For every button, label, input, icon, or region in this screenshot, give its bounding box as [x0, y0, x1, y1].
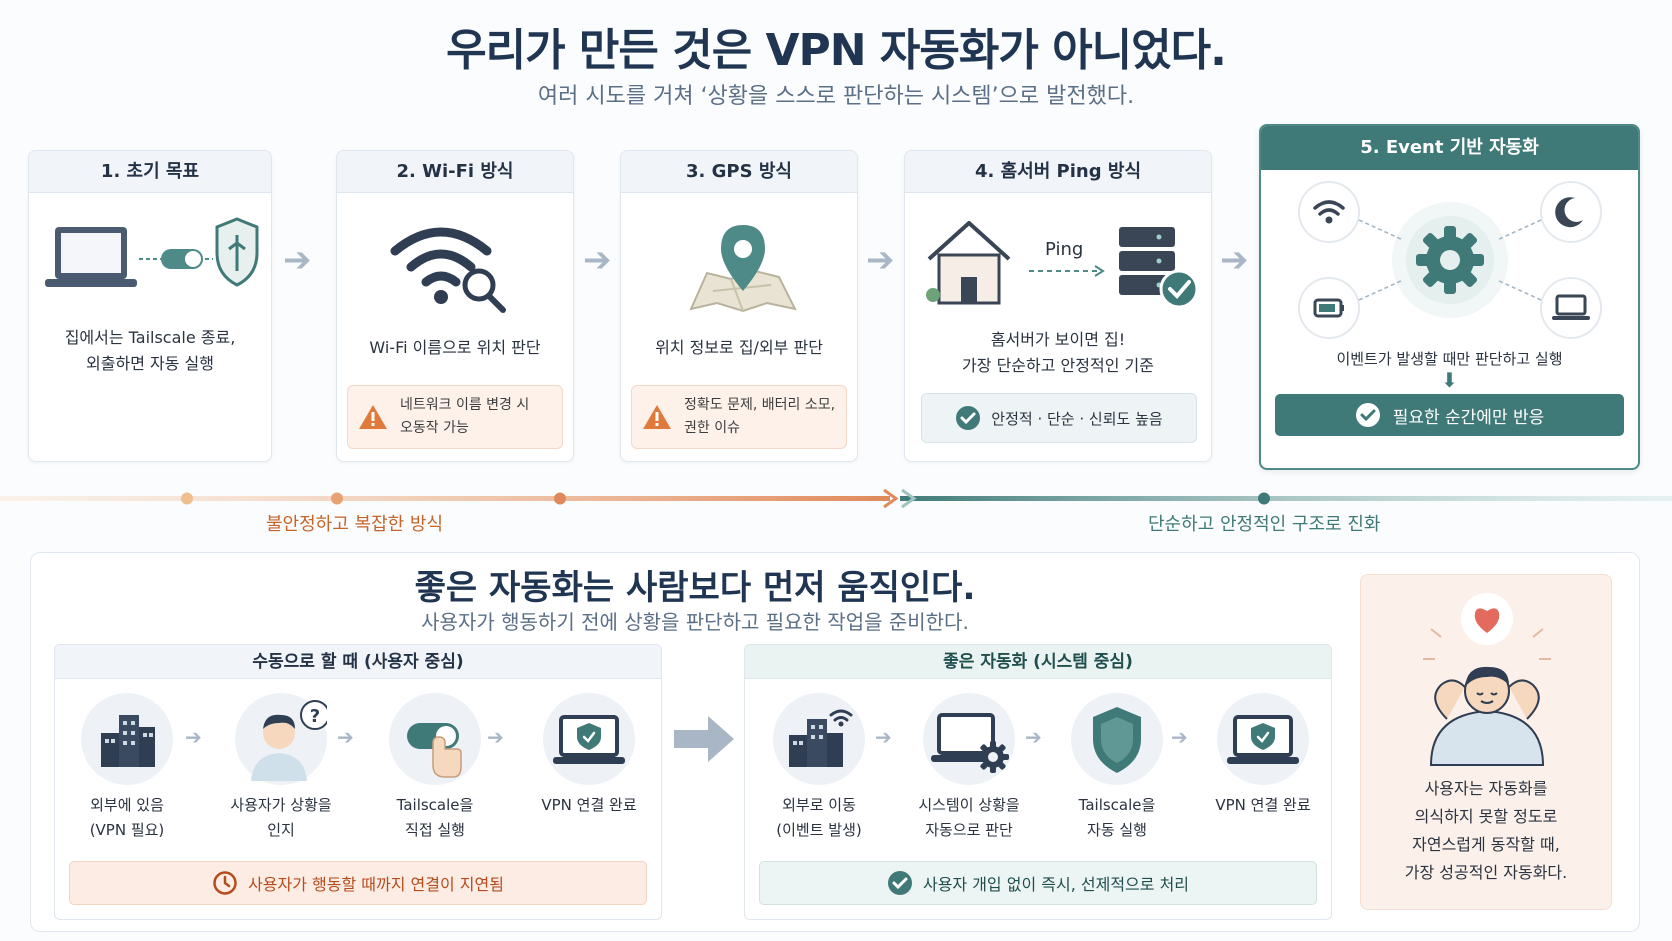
step-desc-line1: 집에서는 Tailscale 종료,	[64, 328, 236, 347]
step-label-line1: Tailscale을	[1078, 796, 1156, 814]
insight-line1: 사용자는 자동화를	[1424, 779, 1548, 798]
insight-line2: 의식하지 못할 정도로	[1414, 807, 1558, 826]
check-circle-icon	[887, 871, 912, 895]
step-label-line1: 외부로 이동	[782, 796, 856, 814]
svg-text:?: ?	[310, 706, 320, 727]
step-label-line2: 직접 실행	[405, 821, 465, 839]
buildings-wifi-icon	[773, 693, 865, 785]
clock-icon	[213, 871, 237, 895]
step-label-line2: (VPN 필요)	[89, 821, 165, 839]
step-label-line2: 자동으로 판단	[925, 821, 1013, 839]
buildings-icon	[81, 693, 173, 785]
step-title: 2. Wi-Fi 방식	[337, 151, 573, 193]
step-card-1: 1. 초기 목표 집에서는 Tailscale 종료, 외출하면 자동 실행	[28, 150, 272, 462]
bottom-subtitle: 사용자가 행동하기 전에 상황을 판단하고 필요한 작업을 준비한다.	[421, 610, 969, 634]
wifi-search-icon	[390, 227, 506, 313]
insight-line4: 가장 성공적인 자동화다.	[1404, 863, 1568, 882]
ping-label: Ping	[1045, 239, 1084, 260]
manual-panel-title: 수동으로 할 때 (사용자 중심)	[55, 645, 661, 679]
step-desc: Wi-Fi 이름으로 위치 판단	[369, 338, 541, 357]
step-card-4: 4. 홈서버 Ping 방식 Ping 홈서버가 보이면 집! 가장 단순하고 …	[904, 150, 1212, 462]
warning-line2: 오동작 가능	[400, 420, 469, 436]
step-label-line1: 시스템이 상황을	[918, 796, 1020, 814]
auto-panel: 좋은 자동화 (시스템 중심) 외부로 이동 (이벤트 발생) ➔	[744, 644, 1332, 920]
big-arrow-right-icon	[674, 716, 734, 762]
chevron-right-icon: ➔	[1220, 240, 1249, 280]
page-subtitle: 여러 시도를 거쳐 ‘상황을 스스로 판단하는 시스템’으로 발전했다.	[537, 84, 1135, 109]
instant-notice-label: 사용자 개입 없이 즉시, 선제적으로 처리	[922, 875, 1190, 894]
instant-notice: 사용자 개입 없이 즉시, 선제적으로 처리	[759, 861, 1317, 905]
step-card-3: 3. GPS 방식 위치 정보로 집/외부 판단 정확도 문제, 배터리 소모,…	[620, 150, 858, 462]
gear-events-icon	[1298, 181, 1602, 339]
step-label-line1: Tailscale을	[396, 796, 474, 814]
warning-line2: 권한 이슈	[684, 420, 740, 436]
delay-notice-label: 사용자가 행동할 때까지 연결이 지연됨	[248, 875, 504, 894]
chevron-right-icon: ➔	[583, 240, 612, 280]
manual-panel: 수동으로 할 때 (사용자 중심) 외부에 있음 (VPN 필요) ➔ ?	[54, 644, 662, 920]
insight-line3: 자연스럽게 동작할 때,	[1412, 835, 1560, 854]
insight-card: 사용자는 자동화를 의식하지 못할 정도로 자연스럽게 동작할 때, 가장 성공…	[1360, 574, 1612, 910]
status-badge: 안정적 · 단순 · 신뢰도 높음	[921, 393, 1197, 443]
laptop-shield-icon	[1217, 693, 1309, 785]
check-circle-icon	[956, 406, 981, 430]
step-desc-line2: 가장 단순하고 안정적인 기준	[962, 356, 1154, 375]
laptop-gear-icon	[923, 693, 1015, 785]
step-label-line2: 자동 실행	[1087, 821, 1147, 839]
chevron-right-icon: ➔	[866, 240, 895, 280]
step-title: 1. 초기 목표	[29, 151, 271, 193]
respond-button-label: 필요한 순간에만 반응	[1392, 407, 1545, 428]
relaxed-user-icon	[1423, 593, 1551, 766]
laptop-toggle-shield-icon	[45, 217, 259, 287]
arrow-right-icon: ➔	[1171, 725, 1188, 749]
evolution-timeline	[0, 488, 1672, 509]
timeline-right-label: 단순하고 안정적인 구조로 진화	[1148, 514, 1381, 535]
step-desc-line1: 홈서버가 보이면 집!	[990, 330, 1126, 349]
step-label-line2: (이벤트 발생)	[776, 821, 862, 839]
laptop-shield-icon	[543, 693, 635, 785]
arrow-right-icon: ➔	[487, 725, 504, 749]
warning-box: 정확도 문제, 배터리 소모, 권한 이슈	[631, 385, 847, 449]
page-title: 우리가 만든 것은 VPN 자동화가 아니었다.	[446, 25, 1227, 76]
step-label-line1: 외부에 있음	[90, 796, 164, 814]
shield-icon	[1071, 693, 1163, 785]
step-title: 4. 홈서버 Ping 방식	[905, 151, 1211, 193]
step-card-2: 2. Wi-Fi 방식 Wi-Fi 이름으로 위치 판단 네트워크 이름 변경 …	[336, 150, 574, 462]
map-pin-icon	[689, 225, 797, 313]
warning-box: 네트워크 이름 변경 시 오동작 가능	[347, 385, 563, 449]
step-title: 5. Event 기반 자동화	[1261, 126, 1638, 170]
arrow-right-icon: ➔	[185, 725, 202, 749]
user-question-icon: ?	[235, 693, 327, 785]
warning-line1: 정확도 문제, 배터리 소모,	[684, 397, 836, 413]
warning-icon	[359, 405, 387, 429]
warning-icon	[643, 405, 671, 429]
step-desc: 이벤트가 발생할 때만 판단하고 실행	[1336, 350, 1563, 368]
house-server-icon	[926, 221, 1199, 309]
arrow-right-icon: ➔	[337, 725, 354, 749]
bottom-title: 좋은 자동화는 사람보다 먼저 움직인다.	[414, 568, 976, 608]
step-desc: 위치 정보로 집/외부 판단	[655, 338, 823, 357]
step-label-line1: VPN 연결 완료	[1215, 796, 1311, 814]
step-label-line2: 인지	[267, 821, 295, 839]
arrow-right-icon: ➔	[875, 725, 892, 749]
step-card-5: 5. Event 기반 자동화 이벤트가 발생할 때만 판단하고 실행 ⬇	[1259, 124, 1640, 470]
delay-notice: 사용자가 행동할 때까지 연결이 지연됨	[69, 861, 647, 905]
step-label-line1: VPN 연결 완료	[541, 796, 637, 814]
step-label-line1: 사용자가 상황을	[230, 796, 332, 814]
warning-line1: 네트워크 이름 변경 시	[400, 397, 530, 413]
check-circle-icon	[1355, 403, 1380, 427]
step-title: 3. GPS 방식	[621, 151, 857, 193]
auto-panel-title: 좋은 자동화 (시스템 중심)	[745, 645, 1331, 679]
chevron-right-icon: ➔	[283, 240, 312, 280]
timeline-left-label: 불안정하고 복잡한 방식	[266, 514, 444, 535]
status-badge-label: 안정적 · 단순 · 신뢰도 높음	[991, 409, 1163, 428]
step-desc-line2: 외출하면 자동 실행	[86, 354, 214, 373]
hand-toggle-icon	[389, 693, 481, 785]
respond-button[interactable]: 필요한 순간에만 반응	[1275, 394, 1624, 436]
arrow-down-icon: ⬇	[1441, 368, 1458, 392]
arrow-right-icon: ➔	[1025, 725, 1042, 749]
